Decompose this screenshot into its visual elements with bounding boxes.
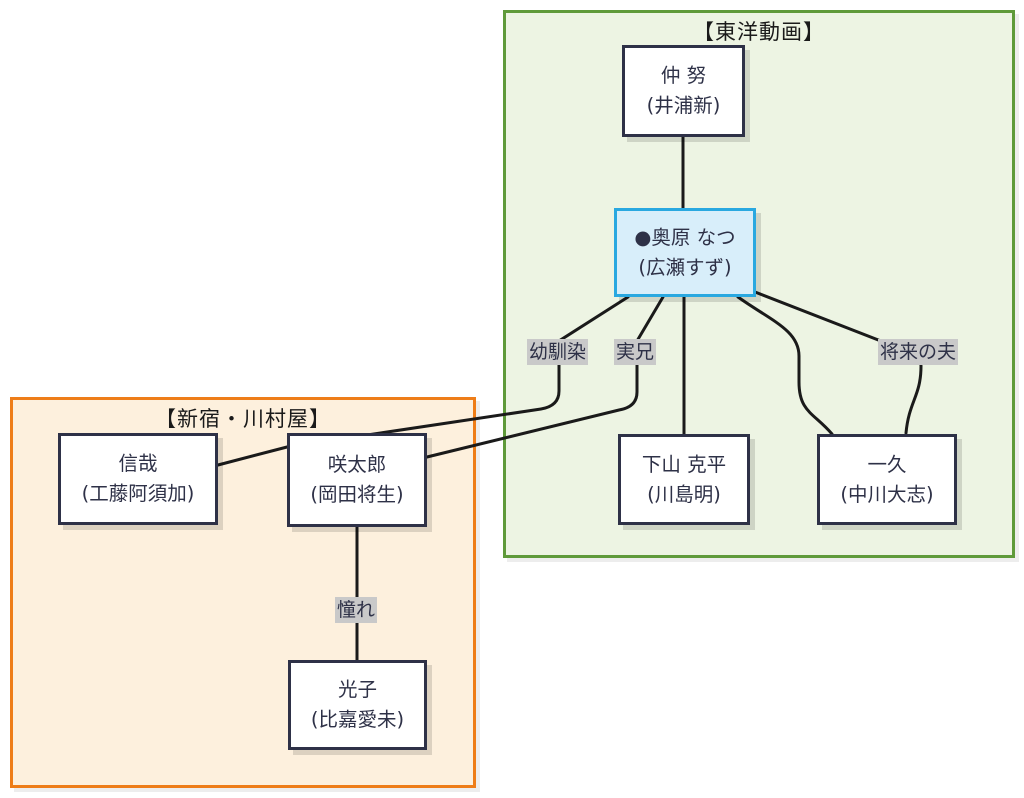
edge-natsu-sakutaro-jikkei [425, 295, 665, 459]
node-shimoyama-actor: (川島明) [647, 482, 721, 506]
node-sakutaro: 咲太郎 (岡田将生) [287, 433, 427, 527]
node-ikkyu-actor: (中川大志) [840, 482, 934, 506]
node-nobuya-name: 信哉 [118, 452, 158, 475]
node-shimoyama-kappei: 下山 克平 (川島明) [618, 434, 750, 525]
region-toyo-title: 【東洋動画】 [693, 20, 825, 44]
node-mitsuko: 光子 (比嘉愛未) [288, 660, 427, 750]
node-shimoyama-name: 下山 克平 [641, 452, 727, 476]
edge-label-shorai-no-otto: 将来の夫 [878, 339, 959, 365]
edge-label-akogare: 憧れ [335, 597, 378, 623]
node-okuhara-natsu: ●奥原 なつ (広瀬すず) [614, 208, 756, 297]
region-kawamuraya-title: 【新宿・川村屋】 [155, 407, 331, 431]
node-naka-actor: (井浦新) [646, 94, 721, 117]
edge-natsu-ikkyu-curve [736, 295, 834, 436]
edge-label-osananajimi: 幼馴染 [527, 339, 589, 365]
node-mitsuko-actor: (比嘉愛未) [310, 708, 405, 731]
node-natsu-name: ●奥原 なつ [634, 225, 736, 249]
region-toyo-doga: 【東洋動画】 [503, 10, 1015, 558]
edge-natsu-nobuya-osananajimi [216, 295, 630, 467]
edge-label-jikkei: 実兄 [614, 339, 657, 365]
node-naka-name: 仲 努 [660, 64, 707, 87]
node-natsu-actor: (広瀬すず) [638, 255, 732, 279]
node-ikkyu: 一久 (中川大志) [817, 434, 957, 525]
node-mitsuko-name: 光子 [337, 678, 377, 701]
node-sakutaro-actor: (岡田将生) [310, 483, 404, 506]
node-sakutaro-name: 咲太郎 [327, 453, 387, 476]
node-ikkyu-name: 一久 [867, 452, 907, 476]
node-nobuya: 信哉 (工藤阿須加) [58, 433, 218, 525]
node-naka-tsutomu: 仲 努 (井浦新) [622, 45, 745, 137]
node-nobuya-actor: (工藤阿須加) [81, 482, 195, 505]
